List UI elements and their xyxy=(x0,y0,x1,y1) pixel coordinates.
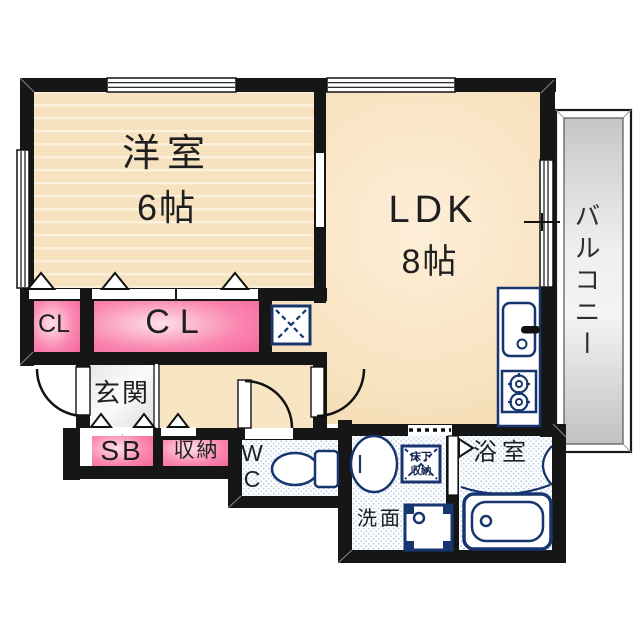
gas-stove-icon xyxy=(500,369,538,414)
folding-door-triangle-icon xyxy=(25,271,251,428)
hallway-floor xyxy=(158,364,313,428)
closet-small-floor xyxy=(33,300,80,353)
kitchen-counter-icon xyxy=(496,286,542,428)
label-storage: 収納 xyxy=(173,439,220,462)
underfloor-storage-icon xyxy=(400,444,442,484)
washbasin-icon xyxy=(349,434,399,494)
window-icon xyxy=(539,159,554,288)
refrigerator-space-icon xyxy=(270,304,312,346)
label-closet-large: CL xyxy=(145,303,209,341)
label-ldk-size: 8帖 xyxy=(401,243,459,281)
label-underfloor-storage: 床下収納 xyxy=(410,451,432,477)
label-washroom: 洗面 xyxy=(357,508,403,530)
partition-opening xyxy=(316,153,324,227)
ldk-door-swing-icon xyxy=(310,366,366,418)
shoe-box-floor xyxy=(92,434,153,466)
entrance-door-swing-icon xyxy=(35,366,91,418)
toilet-door-swing-icon xyxy=(237,379,294,429)
kitchen-sink-icon xyxy=(501,301,540,358)
bathtub-icon xyxy=(462,492,553,551)
label-bathroom: 浴室 xyxy=(473,439,531,466)
window-lock-icon xyxy=(524,213,560,231)
toilet-icon xyxy=(270,449,340,489)
western-room-floor xyxy=(33,91,314,289)
window-icon xyxy=(326,77,456,93)
label-western-room-size: 6帖 xyxy=(136,187,198,228)
closet-large-floor xyxy=(94,300,259,353)
bathroom-door-icon xyxy=(447,435,553,496)
window-icon xyxy=(106,77,237,93)
label-shoe-box: SB xyxy=(100,435,144,466)
label-entrance: 玄関 xyxy=(93,378,150,408)
label-western-room: 洋室 xyxy=(121,133,212,175)
label-ldk: LDK xyxy=(388,189,478,231)
washing-machine-icon xyxy=(403,503,454,552)
label-closet-small: CL xyxy=(38,310,70,338)
corner-miters xyxy=(19,77,567,564)
door-openings xyxy=(29,289,452,439)
label-toilet: WC xyxy=(241,440,263,492)
entrance-hall-divider xyxy=(153,364,160,428)
balcony xyxy=(554,108,633,454)
window-icon xyxy=(16,149,30,289)
label-balcony: バルコニー xyxy=(571,202,601,362)
